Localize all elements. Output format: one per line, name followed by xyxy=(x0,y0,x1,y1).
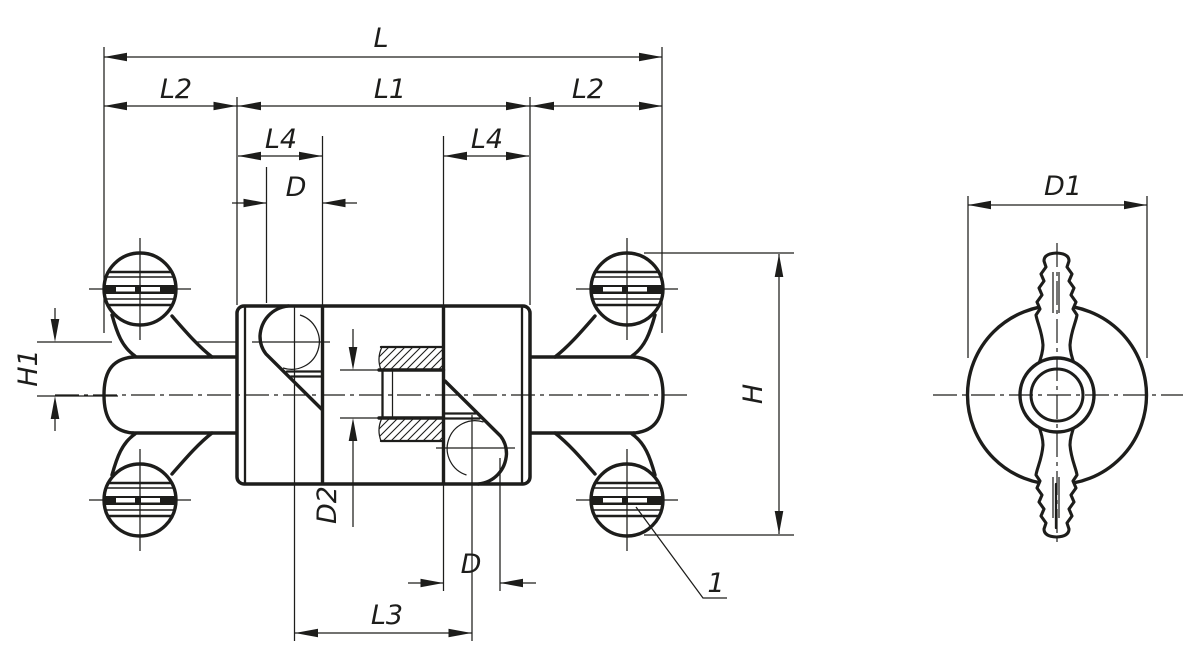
dim-label-H: H xyxy=(738,384,769,404)
ball-bottom-left xyxy=(89,449,191,551)
dim-L2-L1-L2: L2 L1 L2 xyxy=(104,74,662,111)
dim-D-bottom: D xyxy=(408,549,536,588)
end-view xyxy=(933,243,1183,547)
dimensions: L L2 L1 L2 L4 L4 xyxy=(13,23,1148,638)
dim-label-L2-left: L2 xyxy=(160,74,192,105)
ball-bottom-right xyxy=(576,449,678,551)
dim-L4-right: L4 xyxy=(444,124,529,161)
dim-label-D-bottom: D xyxy=(461,549,482,580)
dim-label-D-top: D xyxy=(286,172,307,203)
wing-blade-edges xyxy=(1052,272,1060,530)
dim-L3: L3 xyxy=(295,600,472,638)
dim-label-D1: D1 xyxy=(1044,171,1082,202)
dim-D1: D1 xyxy=(968,171,1147,210)
dim-L: L xyxy=(104,23,662,62)
dim-D2: D2 xyxy=(312,329,358,527)
dim-label-L3: L3 xyxy=(371,600,403,631)
wing-top xyxy=(1034,251,1079,368)
dim-H: H xyxy=(738,254,784,534)
thread-section xyxy=(377,345,446,443)
dim-L4-left: L4 xyxy=(238,124,322,161)
wing-arms xyxy=(110,313,657,477)
dim-label-L: L xyxy=(373,23,388,54)
dim-H1: H1 xyxy=(13,308,60,431)
dim-label-L4-left: L4 xyxy=(265,124,297,155)
dim-label-L4-right: L4 xyxy=(471,124,503,155)
dim-label-L1: L1 xyxy=(374,74,406,105)
cross-hole-left xyxy=(252,304,330,641)
extension-lines xyxy=(37,47,1148,591)
side-view xyxy=(55,238,692,641)
dim-label-D2: D2 xyxy=(312,486,343,524)
dim-label-L2-right: L2 xyxy=(572,74,604,105)
dim-label-H1: H1 xyxy=(13,349,44,386)
callout-1: 1 xyxy=(635,506,727,599)
cross-hole-right xyxy=(436,379,515,641)
callout-1-label: 1 xyxy=(707,568,724,599)
dim-D-top: D xyxy=(232,172,357,208)
